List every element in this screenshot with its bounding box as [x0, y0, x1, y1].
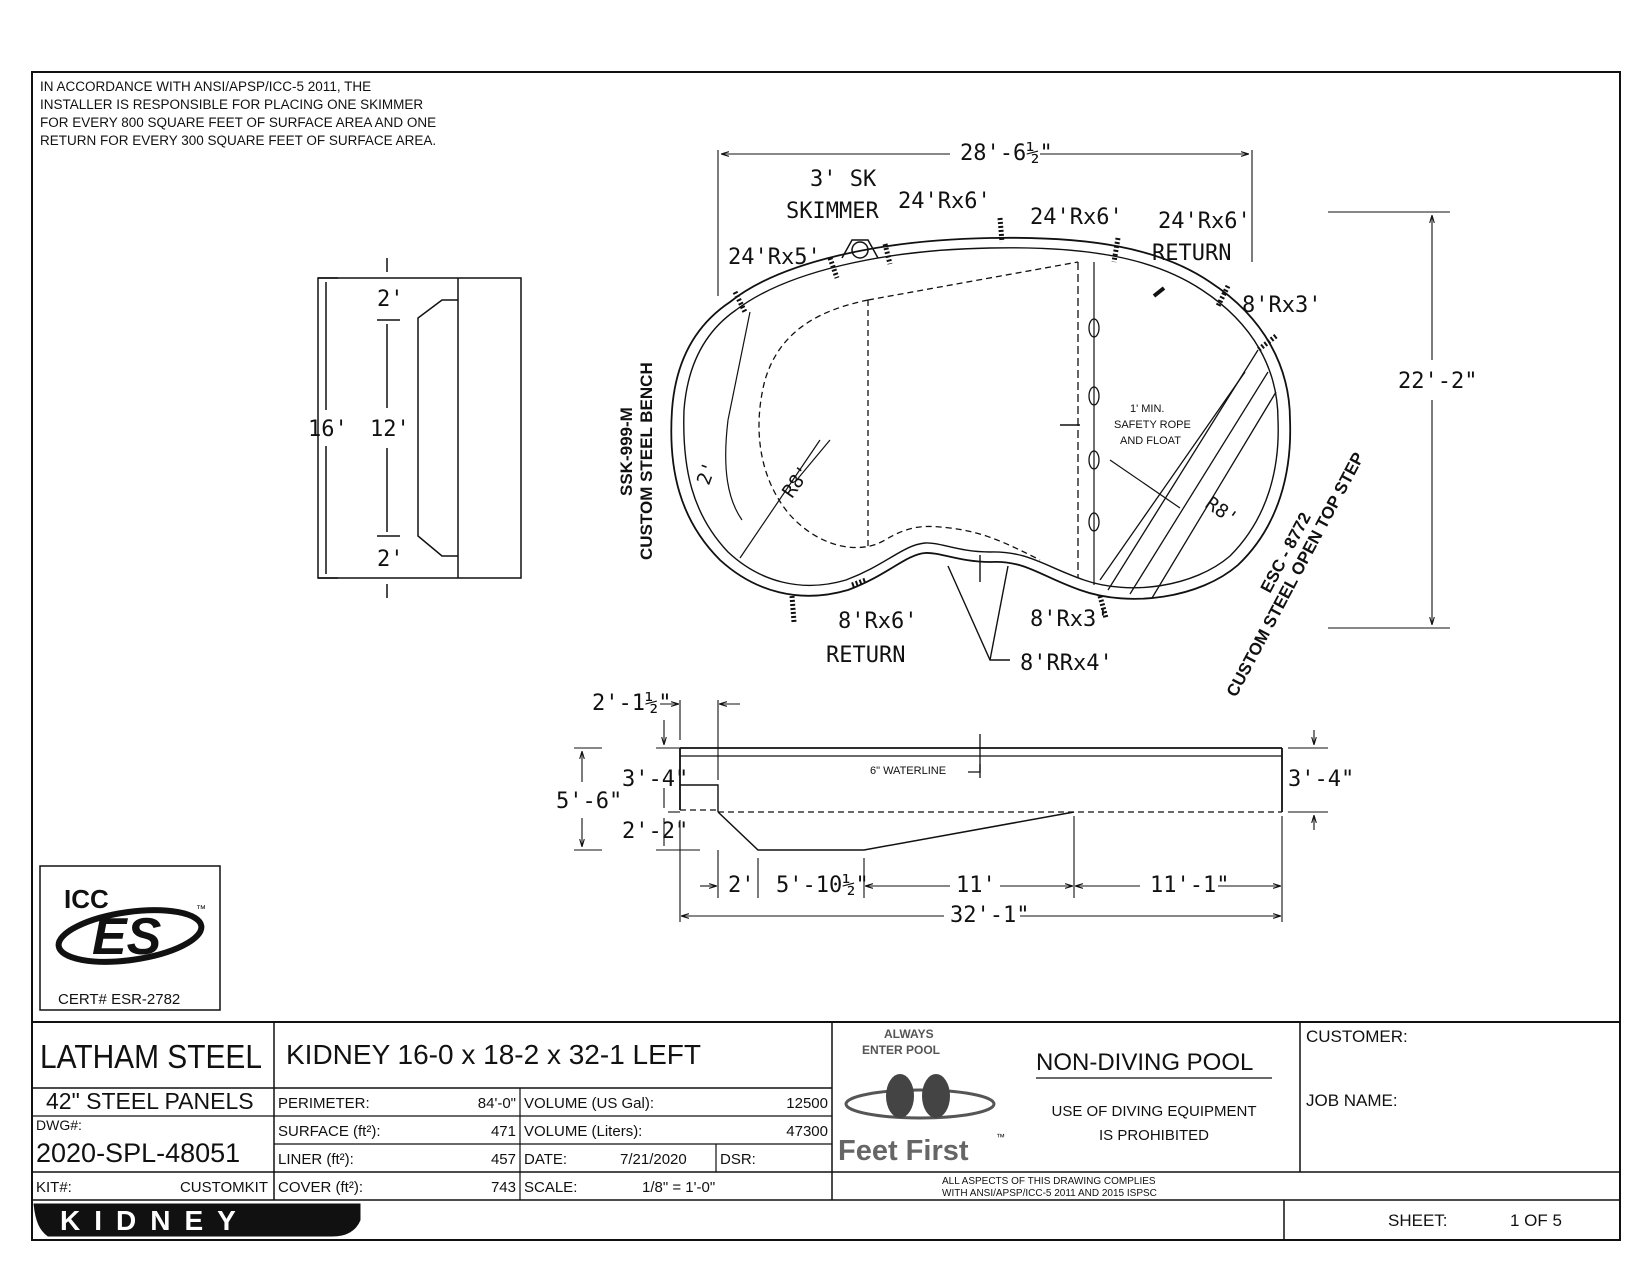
- plan-length-dimension: 28'-6½": [960, 141, 1053, 166]
- panel-top-height: 2': [377, 287, 404, 312]
- sheet-value: 1 OF 5: [1510, 1211, 1562, 1230]
- fitting-label: 24'Rx6': [1158, 209, 1251, 234]
- fitting-label: 8'Rx6': [838, 609, 917, 634]
- pool-title: KIDNEY 16-0 x 18-2 x 32-1 LEFT: [286, 1039, 701, 1070]
- cover-label: COVER (ft²):: [278, 1179, 363, 1196]
- cert-number: CERT# ESR-2782: [58, 991, 180, 1008]
- surface-label: SURFACE (ft²):: [278, 1123, 381, 1140]
- installer-note: IN ACCORDANCE WITH ANSI/APSP/ICC-5 2011,…: [40, 78, 480, 150]
- date-value: 7/21/2020: [620, 1151, 687, 1168]
- compliance-note: WITH ANSI/APSP/ICC-5 2011 AND 2015 ISPSC: [942, 1188, 1157, 1199]
- date-label: DATE:: [524, 1151, 567, 1168]
- section-total-length: 32'-1": [950, 903, 1029, 928]
- bench-outline: [758, 299, 1041, 561]
- section-segment: 2': [728, 873, 755, 898]
- skimmer-label: SKIMMER: [786, 199, 879, 224]
- section-depth-right: 3'-4": [1288, 767, 1354, 792]
- scale-value: 1/8" = 1'-0": [642, 1179, 715, 1196]
- feet-first-top: ENTER POOL: [862, 1043, 940, 1057]
- radius-label: R8': [778, 461, 816, 502]
- volume-gal-label: VOLUME (US Gal):: [524, 1095, 654, 1112]
- panel-middle-height: 12': [370, 417, 410, 442]
- customer-label: CUSTOMER:: [1306, 1027, 1408, 1046]
- bench-description: CUSTOM STEEL BENCH: [637, 362, 656, 560]
- liner-value: 457: [491, 1151, 516, 1168]
- feet-first-main: Feet First: [838, 1135, 969, 1167]
- bench-width-label: 2': [693, 459, 722, 488]
- pool-section: [574, 700, 1328, 922]
- fitting-label: 8'Rx3': [1242, 293, 1321, 318]
- section-segment: 11'-1": [1150, 873, 1229, 898]
- brand-name: LATHAM STEEL: [40, 1038, 262, 1075]
- skimmer-label: 3' SK: [810, 167, 877, 192]
- shape-badge: KIDNEY: [60, 1205, 250, 1236]
- icc-logo-text: ICC: [64, 884, 109, 914]
- section-offset: 2'-1½": [592, 691, 671, 716]
- step-description: CUSTOM STEEL OPEN TOP STEP: [1223, 449, 1368, 700]
- section-step-depth: 2'-2": [622, 819, 688, 844]
- fitting-label: 24'Rx5': [728, 245, 821, 270]
- title-block: [32, 1021, 1620, 1240]
- radius-label: R8': [1201, 492, 1242, 530]
- fitting-label: RETURN: [1152, 241, 1231, 266]
- non-diving-title: NON-DIVING POOL: [1036, 1049, 1253, 1076]
- rope-note: 1' MIN.: [1130, 403, 1165, 415]
- panel-detail: [317, 258, 522, 598]
- section-overall-depth: 5'-6": [556, 789, 622, 814]
- sheet-label: SHEET:: [1388, 1211, 1448, 1230]
- feet-first-top: ALWAYS: [884, 1027, 934, 1041]
- dsr-label: DSR:: [720, 1151, 756, 1168]
- bench-model: SSK-999-M: [617, 407, 636, 496]
- volume-gal-value: 12500: [786, 1095, 828, 1112]
- liner-label: LINER (ft²):: [278, 1151, 354, 1168]
- waterline-label: 6" WATERLINE: [870, 765, 946, 777]
- volume-l-label: VOLUME (Liters):: [524, 1123, 642, 1140]
- volume-l-value: 47300: [786, 1123, 828, 1140]
- surface-value: 471: [491, 1123, 516, 1140]
- es-logo-text: ES: [92, 908, 162, 966]
- pool-plan: [670, 150, 1450, 661]
- panel-type: 42" STEEL PANELS: [46, 1088, 254, 1114]
- sheet-border: [31, 71, 1621, 1241]
- diving-warning: USE OF DIVING EQUIPMENT: [1051, 1103, 1256, 1120]
- note-line: IN ACCORDANCE WITH ANSI/APSP/ICC-5 2011,…: [40, 79, 372, 94]
- fitting-label: 8'Rx3': [1030, 607, 1109, 632]
- perimeter-label: PERIMETER:: [278, 1095, 370, 1112]
- scale-label: SCALE:: [524, 1179, 577, 1196]
- section-segment: 11': [956, 873, 996, 898]
- fitting-label: 8'RRx4': [1020, 651, 1113, 676]
- fitting-label: 24'Rx6': [1030, 205, 1123, 230]
- dwg-number: 2020-SPL-48051: [36, 1138, 240, 1168]
- fitting-label: 24'Rx6': [898, 189, 991, 214]
- dwg-label: DWG#:: [36, 1117, 82, 1133]
- perimeter-value: 84'-0": [478, 1095, 516, 1112]
- section-depth-left: 3'-4": [622, 767, 688, 792]
- plan-width-dimension: 22'-2": [1398, 369, 1477, 394]
- note-line: RETURN FOR EVERY 300 SQUARE FEET OF SURF…: [40, 133, 437, 148]
- feet-first-logo: ALWAYS ENTER POOL Feet First ™: [838, 1027, 1005, 1167]
- kit-value: CUSTOMKIT: [180, 1179, 268, 1196]
- compliance-note: ALL ASPECTS OF THIS DRAWING COMPLIES: [942, 1176, 1156, 1187]
- cover-value: 743: [491, 1179, 516, 1196]
- rope-note: SAFETY ROPE: [1114, 419, 1191, 431]
- rope-note: AND FLOAT: [1120, 435, 1181, 447]
- kit-label: KIT#:: [36, 1179, 72, 1196]
- panel-overall-height: 16': [308, 417, 348, 442]
- logo-trademark: ™: [196, 904, 206, 915]
- note-line: FOR EVERY 800 SQUARE FEET OF SURFACE ARE…: [40, 115, 437, 130]
- fitting-label: RETURN: [826, 643, 905, 668]
- job-name-label: JOB NAME:: [1306, 1091, 1398, 1110]
- note-line: INSTALLER IS RESPONSIBLE FOR PLACING ONE…: [40, 97, 424, 112]
- section-segment: 5'-10½": [776, 873, 869, 898]
- icc-es-logo: ICC ES ™ CERT# ESR-2782: [39, 865, 221, 1011]
- diving-warning: IS PROHIBITED: [1099, 1127, 1209, 1144]
- panel-bottom-height: 2': [377, 547, 404, 572]
- feet-first-tm: ™: [996, 1132, 1005, 1142]
- pool-wall-inner: [683, 247, 1279, 589]
